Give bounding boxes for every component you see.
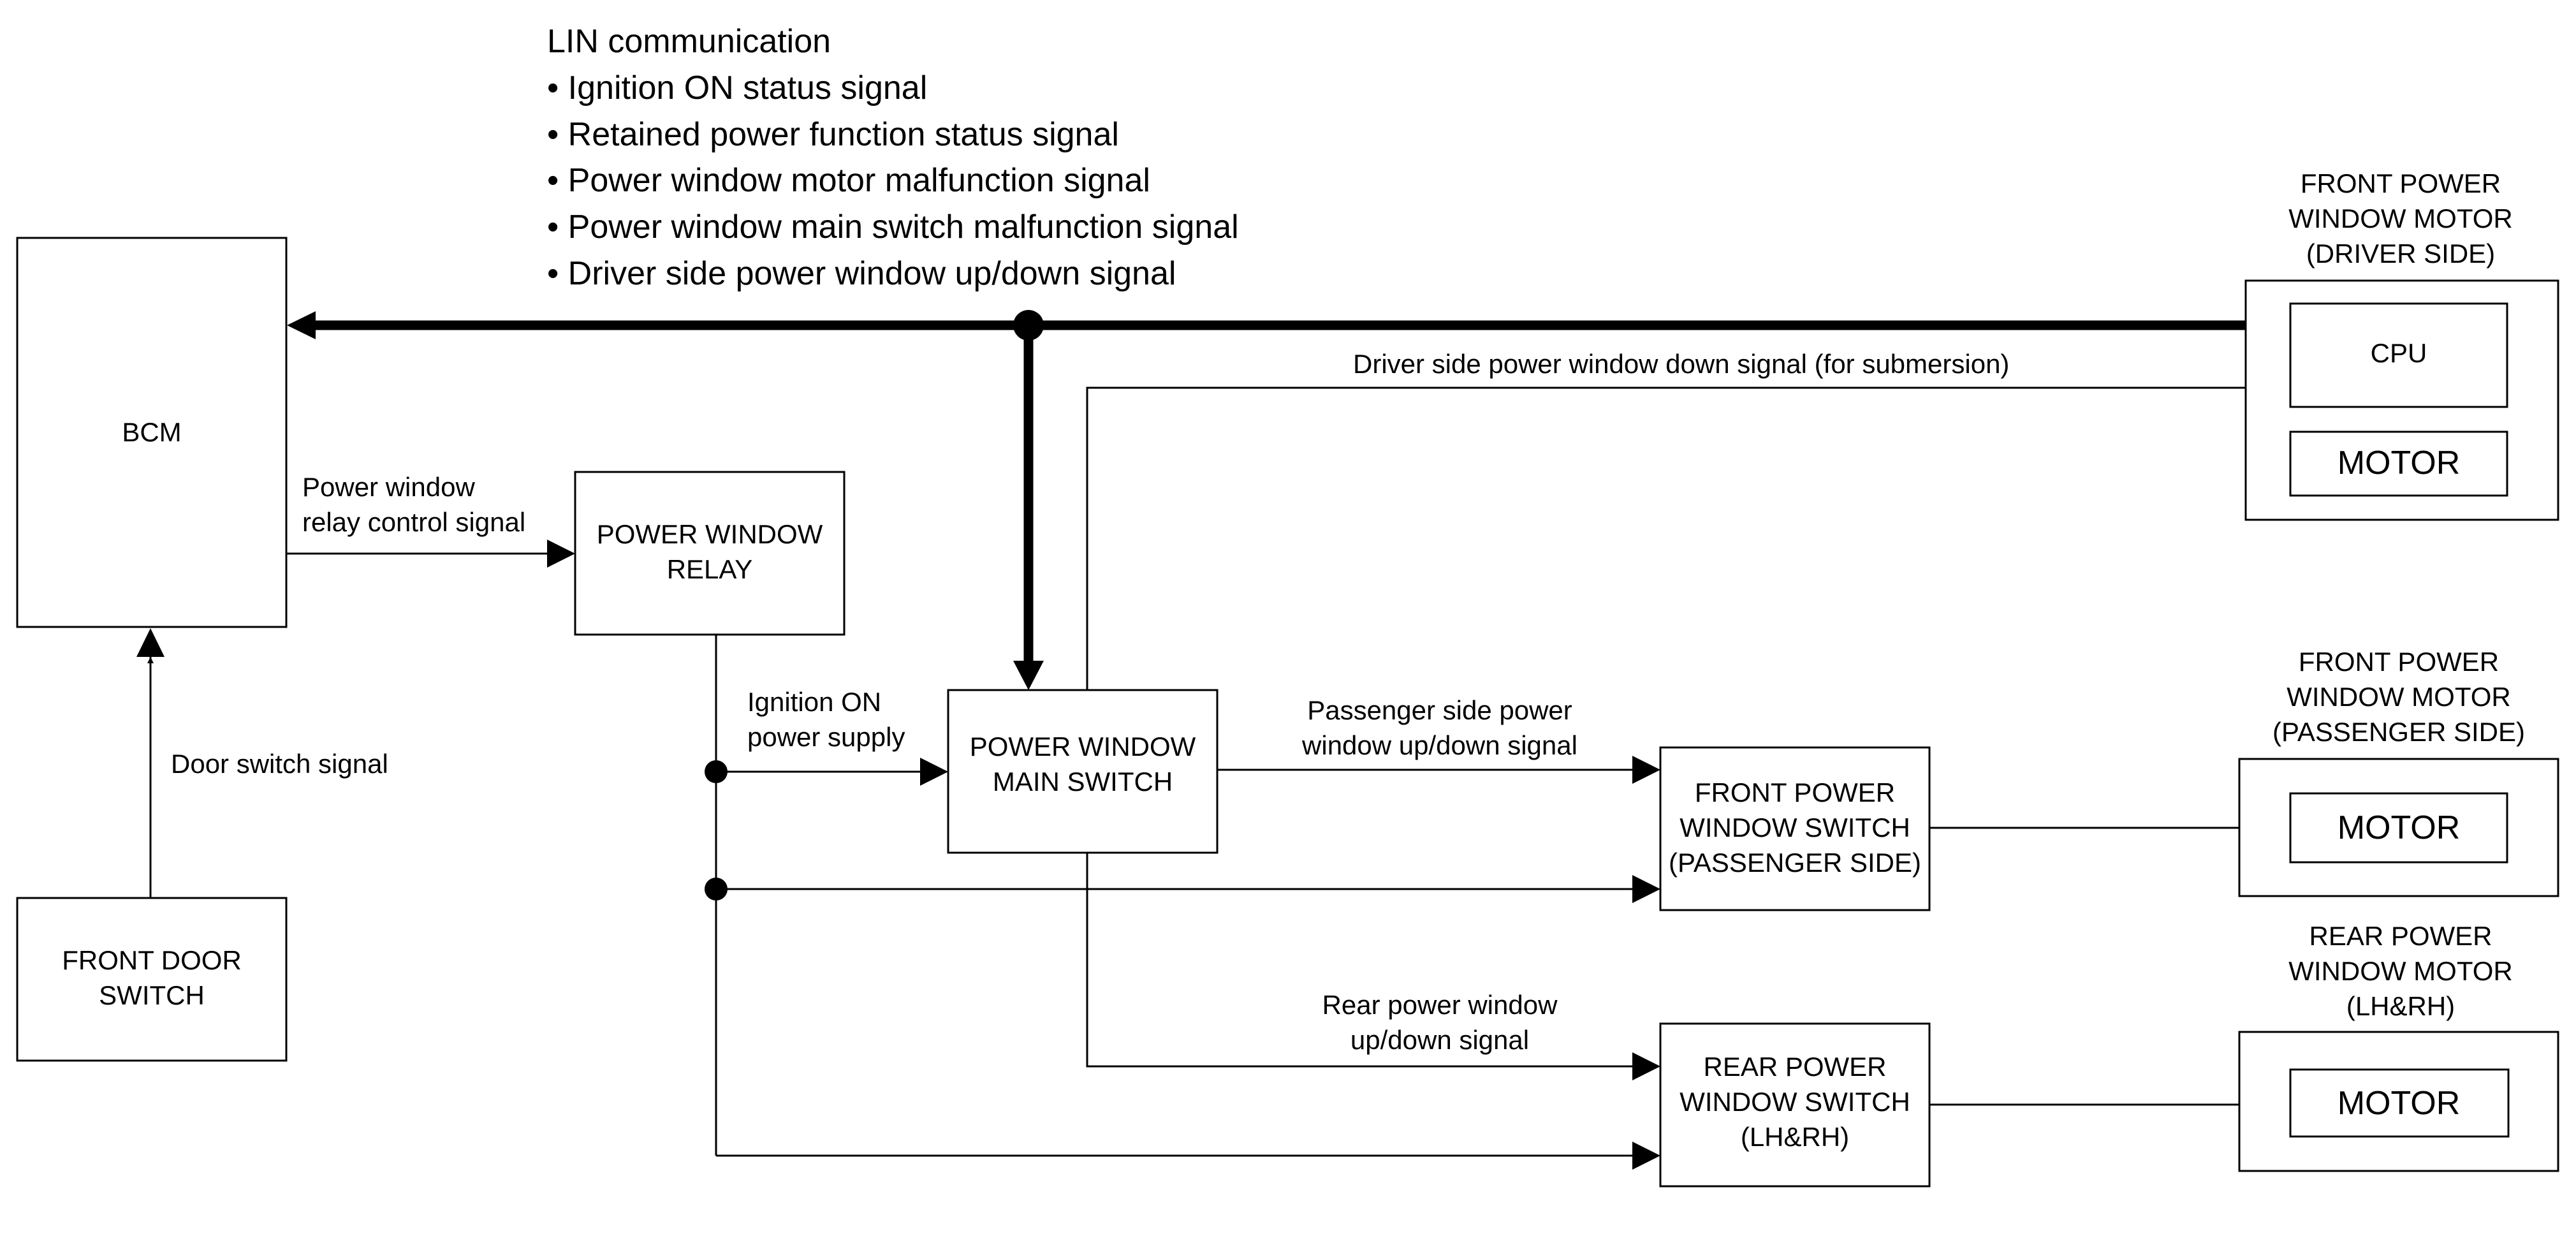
lin-item: • Retained power function status signal <box>547 116 1119 153</box>
supply-arrow-front <box>1632 875 1660 903</box>
front-switch-label: WINDOW SWITCH <box>1680 813 1910 842</box>
rear-updown-label: up/down signal <box>1350 1025 1529 1055</box>
supply-arrow-rear <box>1632 1142 1660 1170</box>
ignition-supply-wiring <box>705 635 1660 1170</box>
rear-switch-label: (LH&RH) <box>1741 1122 1849 1152</box>
relay-control-label: relay control signal <box>302 507 525 537</box>
driver-cpu-label: CPU <box>2371 338 2427 368</box>
rear-motor-title: REAR POWER <box>2309 921 2492 951</box>
front-door-switch-box <box>16 897 288 1062</box>
ignition-supply-label: Ignition ON <box>747 687 881 717</box>
passenger-motor-title: (PASSENGER SIDE) <box>2272 717 2525 747</box>
rear-motor-group: REAR POWER WINDOW MOTOR (LH&RH) MOTOR <box>2238 921 2559 1172</box>
lin-title: LIN communication <box>547 23 831 60</box>
lin-bus-arrow-down <box>1013 661 1044 690</box>
lin-item: • Power window motor malfunction signal <box>547 162 1150 199</box>
power-window-main-switch-block: POWER WINDOW MAIN SWITCH <box>947 689 1218 854</box>
passenger-motor-group: FRONT POWER WINDOW MOTOR (PASSENGER SIDE… <box>2238 647 2559 897</box>
passenger-updown-label: window up/down signal <box>1301 730 1577 760</box>
rear-switch-label: REAR POWER <box>1703 1052 1886 1082</box>
front-door-switch-block: FRONT DOOR SWITCH <box>16 897 288 1062</box>
passenger-updown-arrow <box>1632 756 1660 784</box>
bcm-block: BCM <box>16 237 288 628</box>
rear-updown-label: Rear power window <box>1322 990 1558 1020</box>
driver-motor-label: MOTOR <box>2338 445 2461 482</box>
lin-bus <box>287 310 2295 690</box>
rear-switch-label: WINDOW SWITCH <box>1680 1087 1910 1117</box>
lin-bus-arrow-left <box>287 311 316 339</box>
front-door-switch-label: SWITCH <box>99 980 205 1010</box>
driver-cpu-box <box>2289 302 2508 408</box>
power-window-relay-block: POWER WINDOW RELAY <box>574 471 845 636</box>
lin-item: • Driver side power window up/down signa… <box>547 255 1176 292</box>
rear-motor-box <box>2289 1068 2510 1138</box>
driver-motor-box <box>2289 430 2508 497</box>
front-door-switch-label: FRONT DOOR <box>62 945 242 975</box>
front-power-window-switch-block: FRONT POWER WINDOW SWITCH (PASSENGER SID… <box>1659 746 1931 911</box>
bcm-label: BCM <box>122 417 181 447</box>
front-switch-label: (PASSENGER SIDE) <box>1669 848 1921 878</box>
relay-control-label: Power window <box>302 472 475 502</box>
submersion-signal-label: Driver side power window down signal (fo… <box>1353 349 2009 379</box>
front-switch-box <box>1659 746 1931 911</box>
lin-item: • Ignition ON status signal <box>547 70 927 107</box>
passenger-motor-box <box>2289 792 2508 864</box>
rear-updown-line <box>1086 853 1634 1068</box>
passenger-motor-title: FRONT POWER <box>2299 647 2499 677</box>
rear-power-window-switch-block: REAR POWER WINDOW SWITCH (LH&RH) <box>1659 1022 1931 1188</box>
driver-motor-title: FRONT POWER <box>2301 168 2501 198</box>
rear-switch-box <box>1659 1022 1931 1188</box>
bcm-box <box>16 237 288 628</box>
supply-arrow-main <box>920 758 948 786</box>
main-switch-label: POWER WINDOW <box>970 732 1196 761</box>
driver-motor-group: FRONT POWER WINDOW MOTOR (DRIVER SIDE) C… <box>2244 168 2559 521</box>
lin-bus-junction <box>1013 310 1044 341</box>
rear-motor-title: WINDOW MOTOR <box>2288 956 2513 986</box>
door-switch-signal-label: Door switch signal <box>171 749 388 779</box>
driver-motor-title: WINDOW MOTOR <box>2288 203 2513 233</box>
passenger-updown-label: Passenger side power <box>1307 695 1572 725</box>
submersion-signal-line <box>1086 386 2264 690</box>
front-switch-label: FRONT POWER <box>1695 777 1895 807</box>
relay-label: POWER WINDOW <box>597 519 823 549</box>
supply-junction <box>705 760 728 783</box>
relay-label: RELAY <box>667 554 753 584</box>
relay-box <box>574 471 845 636</box>
lin-communication-list: LIN communication • Ignition ON status s… <box>547 23 1239 292</box>
ignition-supply-label: power supply <box>747 722 905 752</box>
rear-updown-arrow <box>1632 1052 1660 1080</box>
driver-motor-title: (DRIVER SIDE) <box>2306 239 2495 269</box>
rear-motor-title: (LH&RH) <box>2346 991 2455 1021</box>
relay-control-arrow <box>547 540 575 568</box>
main-switch-label: MAIN SWITCH <box>993 767 1173 797</box>
door-switch-arrow <box>136 628 165 657</box>
supply-junction <box>705 878 728 901</box>
passenger-motor-label: MOTOR <box>2338 809 2461 846</box>
main-switch-box <box>947 689 1218 854</box>
passenger-motor-title: WINDOW MOTOR <box>2287 682 2511 712</box>
lin-item: • Power window main switch malfunction s… <box>547 209 1239 246</box>
rear-motor-label: MOTOR <box>2338 1085 2461 1122</box>
